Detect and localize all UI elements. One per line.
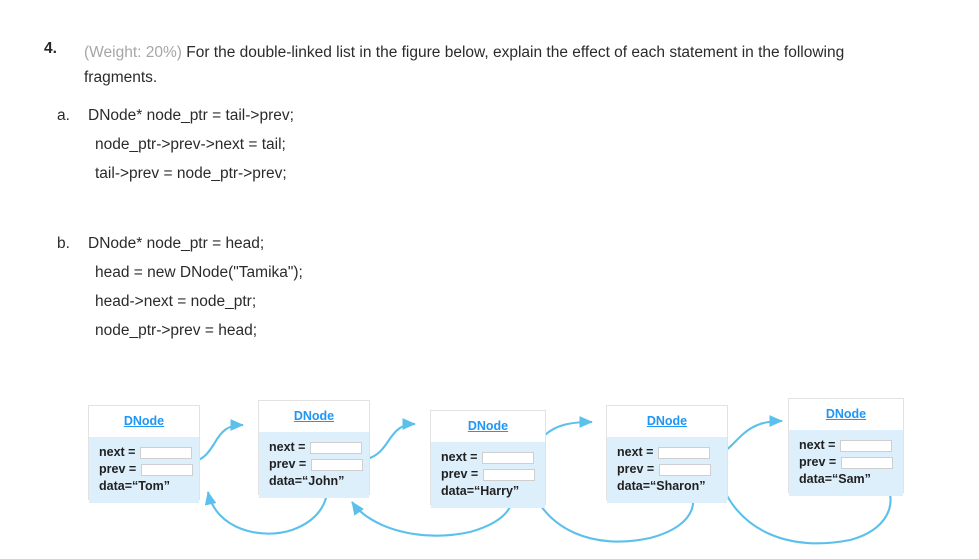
- node-john-body: next = prev = data=“John”: [259, 432, 369, 498]
- node-tom-data: data=“Tom”: [99, 479, 170, 493]
- node-john-next-label: next =: [269, 440, 306, 454]
- node-john[interactable]: DNode next = prev = data=“John”: [258, 400, 370, 498]
- node-sam-data: data=“Sam”: [799, 472, 871, 486]
- part-b-line-1: DNode* node_ptr = head;: [88, 235, 265, 252]
- part-a-line-2: node_ptr->prev->next = tail;: [95, 136, 286, 153]
- node-john-prev-label: prev =: [269, 457, 307, 471]
- node-tom-prev-label: prev =: [99, 462, 137, 476]
- question-text: (Weight: 20%) For the double-linked list…: [84, 40, 864, 90]
- node-tom-next-box[interactable]: [140, 446, 193, 459]
- node-harry-next-box[interactable]: [482, 451, 535, 464]
- part-b-line-3: head->next = node_ptr;: [95, 293, 257, 310]
- node-sam-next-box[interactable]: [840, 439, 893, 452]
- question-number: 4.: [44, 40, 57, 57]
- arrow-prev-sam-sharon: [715, 473, 892, 545]
- node-harry-prev-label: prev =: [441, 467, 479, 481]
- node-tom-next-label: next =: [99, 445, 136, 459]
- part-b-line-2: head = new DNode("Tamika");: [95, 264, 303, 281]
- part-a-label: a.: [57, 107, 70, 124]
- node-tom-prev-box[interactable]: [141, 463, 194, 476]
- part-a-line-3: tail->prev = node_ptr->prev;: [95, 165, 287, 182]
- part-a-line-1: DNode* node_ptr = tail->prev;: [88, 107, 294, 124]
- node-harry[interactable]: DNode next = prev = data=“Harry”: [430, 410, 546, 508]
- node-tom-title: DNode: [89, 406, 199, 437]
- node-harry-next-row: next =: [441, 449, 545, 466]
- node-harry-prev-row: prev =: [441, 466, 545, 483]
- node-sharon-next-box[interactable]: [658, 446, 711, 459]
- node-sharon-body: next = prev = data=“Sharon”: [607, 437, 727, 503]
- node-harry-title: DNode: [431, 411, 545, 442]
- question-prompt: For the double-linked list in the figure…: [84, 44, 845, 86]
- node-sharon-prev-row: prev =: [617, 461, 727, 478]
- part-b-label: b.: [57, 235, 70, 252]
- node-sharon-next-row: next =: [617, 444, 727, 461]
- node-sharon-title: DNode: [607, 406, 727, 437]
- node-john-prev-box[interactable]: [311, 458, 364, 471]
- node-harry-body: next = prev = data=“Harry”: [431, 442, 545, 508]
- node-harry-next-label: next =: [441, 450, 478, 464]
- arrow-prev-john-tom: [204, 479, 329, 535]
- node-sam-prev-label: prev =: [799, 455, 837, 469]
- node-harry-prev-box[interactable]: [483, 468, 536, 481]
- node-john-prev-row: prev =: [269, 456, 369, 473]
- question-weight: (Weight: 20%): [84, 44, 182, 61]
- node-sam-prev-row: prev =: [799, 454, 903, 471]
- node-sharon[interactable]: DNode next = prev = data=“Sharon”: [606, 405, 728, 503]
- node-tom-prev-row: prev =: [99, 461, 199, 478]
- node-sharon-prev-label: prev =: [617, 462, 655, 476]
- node-sam-body: next = prev = data=“Sam”: [789, 430, 903, 496]
- node-tom-next-row: next =: [99, 444, 199, 461]
- node-sam[interactable]: DNode next = prev = data=“Sam”: [788, 398, 904, 496]
- node-john-next-box[interactable]: [310, 441, 363, 454]
- node-sam-prev-box[interactable]: [841, 456, 894, 469]
- linked-list-diagram: DNode next = prev = data=“Tom” DNode nex…: [0, 380, 979, 559]
- node-sam-next-label: next =: [799, 438, 836, 452]
- node-tom[interactable]: DNode next = prev = data=“Tom”: [88, 405, 200, 503]
- node-sharon-next-label: next =: [617, 445, 654, 459]
- node-tom-body: next = prev = data=“Tom”: [89, 437, 199, 503]
- node-john-title: DNode: [259, 401, 369, 432]
- node-sam-title: DNode: [789, 399, 903, 430]
- node-john-data: data=“John”: [269, 474, 345, 488]
- node-sharon-data: data=“Sharon”: [617, 479, 706, 493]
- node-harry-data: data=“Harry”: [441, 484, 520, 498]
- part-b-line-4: node_ptr->prev = head;: [95, 322, 258, 339]
- node-sharon-prev-box[interactable]: [659, 463, 712, 476]
- node-john-next-row: next =: [269, 439, 369, 456]
- node-sam-next-row: next =: [799, 437, 903, 454]
